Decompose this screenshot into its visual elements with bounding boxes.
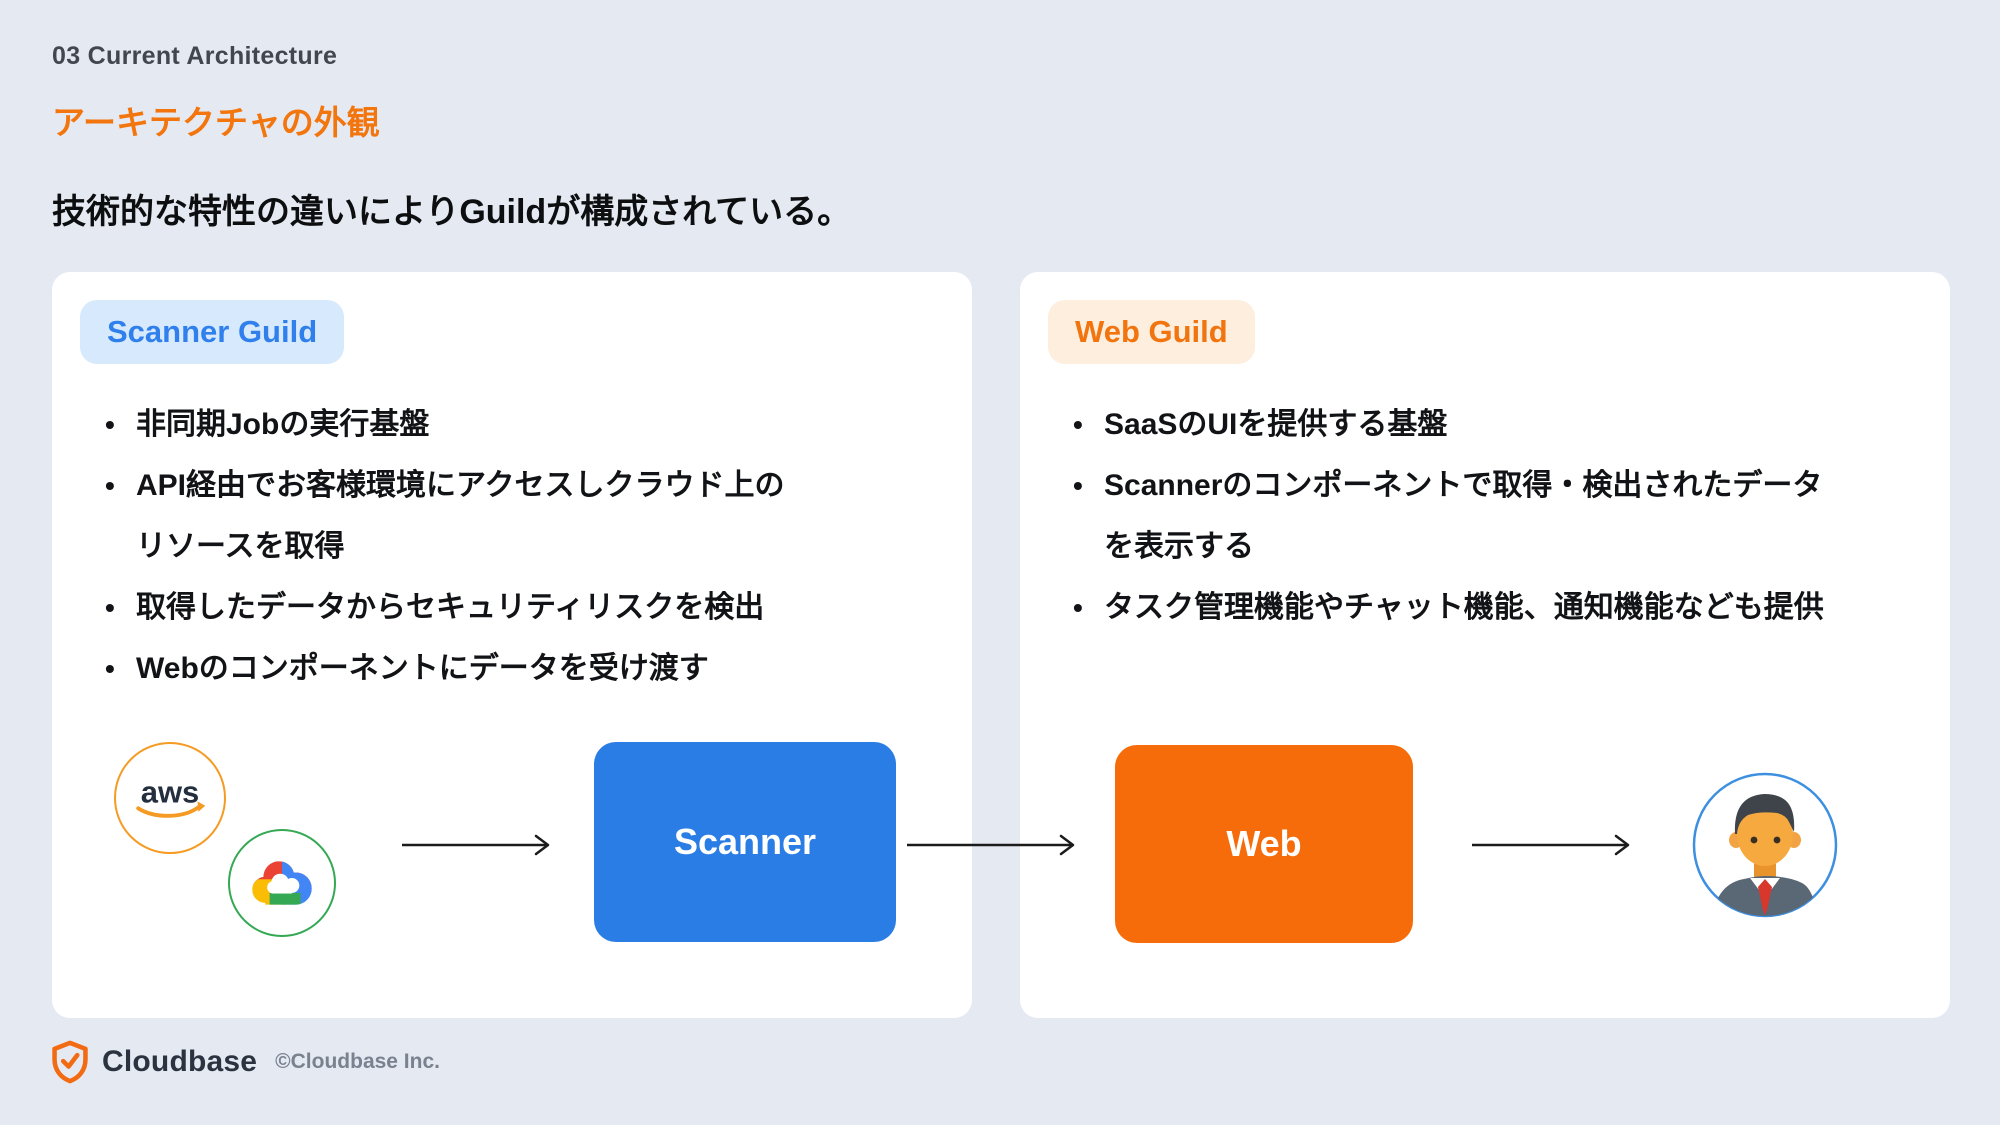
footer: Cloudbase ©Cloudbase Inc. [50,1040,440,1084]
web-node: Web [1115,745,1413,943]
copyright-text: ©Cloudbase Inc. [275,1050,440,1073]
user-avatar-icon [1692,772,1838,918]
google-cloud-logo-icon [252,861,312,905]
aws-logo-badge: aws [114,742,226,854]
bullet-item: 取得したデータからセキュリティリスクを検出 [100,577,801,638]
slide-section-label: 03 Current Architecture [52,42,338,70]
bullet-item: Webのコンポーネントにデータを受け渡す [100,638,801,699]
right-arrow-icon [402,834,550,856]
web-guild-bullet-list: SaaSのUIを提供する基盤 Scannerのコンポーネントで取得・検出されたデ… [1068,394,1832,638]
page-title: アーキテクチャの外観 [52,104,380,141]
slide-heading: 技術的な特性の違いによりGuildが構成されている。 [52,193,852,231]
right-arrow-icon [907,834,1075,856]
right-arrow-icon [1472,834,1630,856]
bullet-item: API経由でお客様環境にアクセスしクラウド上のリソースを取得 [100,455,801,577]
bullet-item: Scannerのコンポーネントで取得・検出されたデータを表示する [1068,455,1832,577]
scanner-guild-bullet-list: 非同期Jobの実行基盤 API経由でお客様環境にアクセスしクラウド上のリソースを… [100,394,801,699]
google-cloud-logo-badge [228,829,336,937]
user-avatar [1690,770,1840,920]
brand-name: Cloudbase [102,1045,258,1078]
svg-text:aws: aws [141,774,200,809]
scanner-guild-badge: Scanner Guild [80,300,345,364]
bullet-item: SaaSのUIを提供する基盤 [1068,394,1832,455]
scanner-guild-card: Scanner Guild 非同期Jobの実行基盤 API経由でお客様環境にアク… [52,272,972,1018]
bullet-item: タスク管理機能やチャット機能、通知機能なども提供 [1068,577,1832,638]
scanner-node: Scanner [594,742,896,942]
web-guild-card: Web Guild SaaSのUIを提供する基盤 Scannerのコンポーネント… [1020,272,1950,1018]
web-guild-badge: Web Guild [1048,300,1255,364]
aws-logo-icon: aws [136,774,206,818]
cloudbase-shield-icon [52,1040,88,1084]
bullet-item: 非同期Jobの実行基盤 [100,394,801,455]
